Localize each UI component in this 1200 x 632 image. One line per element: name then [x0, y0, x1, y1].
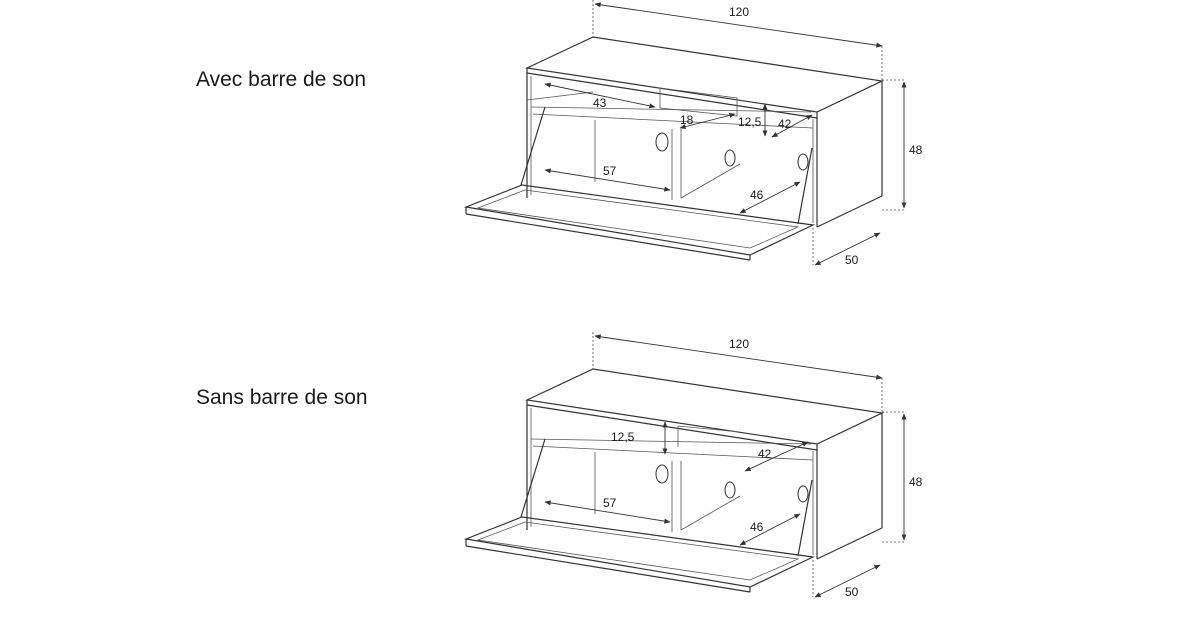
cable-holes: [655, 464, 809, 503]
flap-hinges: [520, 106, 813, 225]
variant-caption-with-soundbar: Avec barre de son: [196, 68, 367, 91]
dimension-lines: [544, 0, 907, 266]
cabinet-outline: [524, 36, 885, 228]
dimension-lines: [544, 332, 907, 598]
dim-width-label: 120: [729, 337, 749, 351]
dim-shelf-depth-label: 42: [758, 447, 772, 461]
dim-depth-label: 50: [845, 253, 859, 267]
cabinet-outline: [524, 368, 885, 560]
tv-cabinet-drawing-without-soundbar: 120 48 50 12,5 42 57 46: [463, 332, 923, 599]
dim-top-width-label: 43: [593, 96, 607, 110]
dim-inner-width-label: 57: [603, 164, 617, 178]
dim-inner-depth-label: 46: [750, 188, 764, 202]
dim-depth-label: 50: [845, 585, 859, 599]
open-drop-flap: [463, 184, 816, 261]
dim-shelf-height-label: 12,5: [738, 115, 762, 129]
tv-cabinet-drawing-with-soundbar: 120 48 50 43 18 12,5 42 57 46: [463, 0, 923, 267]
dim-height-label: 48: [909, 475, 923, 489]
open-drop-flap: [463, 516, 816, 593]
cable-holes: [655, 132, 809, 171]
dim-width-label: 120: [729, 5, 749, 19]
soundbar-compartment: [659, 87, 738, 117]
dim-inner-depth-label: 46: [750, 520, 764, 534]
variant-caption-without-soundbar: Sans barre de son: [196, 386, 368, 409]
dim-soundbar-label: 18: [680, 113, 694, 127]
dim-shelf-height-label: 12,5: [611, 430, 635, 444]
dim-shelf-depth-label: 42: [778, 117, 792, 131]
dim-inner-width-label: 57: [603, 496, 617, 510]
dim-height-label: 48: [909, 143, 923, 157]
